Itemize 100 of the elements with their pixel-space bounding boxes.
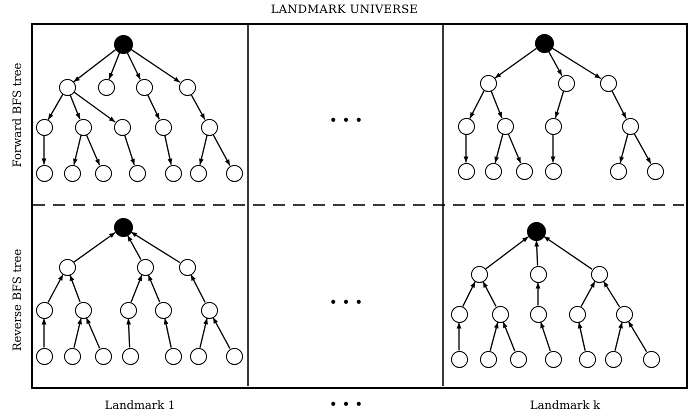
arrow <box>490 322 499 351</box>
arrow <box>554 90 564 118</box>
tree-node <box>530 306 546 322</box>
tree-node <box>94 348 112 364</box>
arrow <box>42 136 46 164</box>
arrow <box>199 135 208 165</box>
root-node <box>526 222 546 240</box>
ellipsis: • • • <box>329 397 363 413</box>
arrow <box>552 47 602 80</box>
arrow <box>490 90 502 118</box>
tree-node <box>450 350 468 368</box>
arrow <box>48 94 64 120</box>
arrow <box>86 318 100 348</box>
arrow <box>42 318 46 348</box>
arrow <box>130 231 180 264</box>
tree-node <box>36 164 52 182</box>
arrow <box>212 317 231 349</box>
tree-node <box>178 78 196 96</box>
tree-node <box>226 164 242 182</box>
arrow <box>212 134 231 166</box>
arrow <box>469 90 485 119</box>
arrow <box>619 134 628 163</box>
root-node <box>114 34 132 54</box>
arrow <box>602 280 620 308</box>
tree-node <box>200 302 218 318</box>
arrow <box>126 52 141 80</box>
arrow <box>69 274 81 302</box>
arrow <box>464 134 468 162</box>
arrow <box>508 134 522 164</box>
tree-node <box>98 78 114 96</box>
arrow <box>190 274 206 303</box>
tree-node <box>450 306 468 322</box>
tree-node <box>568 306 586 322</box>
arrow <box>47 274 64 303</box>
arrow <box>124 134 135 166</box>
tree-node <box>544 350 562 368</box>
tree-node <box>94 164 112 182</box>
arrow <box>502 322 516 352</box>
arrow <box>494 48 537 79</box>
tree-node <box>480 74 496 92</box>
tree-node <box>164 164 182 182</box>
arrow <box>580 281 596 307</box>
tree-node <box>190 348 206 364</box>
tree-node <box>458 162 474 180</box>
arrow <box>548 51 562 76</box>
column-label: Landmark 1 <box>104 398 176 412</box>
tree-node <box>164 348 182 364</box>
tree-node <box>74 118 92 136</box>
tree-node <box>114 118 130 136</box>
tree-node <box>200 118 218 136</box>
arrow <box>73 49 116 82</box>
arrow <box>456 322 462 350</box>
ellipsis: • • • <box>329 113 363 129</box>
tree-node <box>600 74 616 92</box>
arrow <box>462 281 476 307</box>
tree-node <box>480 350 496 368</box>
arrow <box>634 133 652 164</box>
ellipsis: • • • <box>329 295 363 311</box>
arrow <box>130 274 142 302</box>
arrow <box>130 48 180 83</box>
tree-node <box>226 348 242 364</box>
tree-node <box>516 162 532 180</box>
arrow <box>614 322 623 351</box>
arrow <box>536 282 540 306</box>
tree-node <box>590 266 608 282</box>
arrow <box>73 318 82 348</box>
arrow <box>494 134 504 163</box>
arrow <box>164 135 172 165</box>
tree-node <box>544 162 562 180</box>
tree-node <box>120 302 136 318</box>
arrow <box>199 318 208 348</box>
tree-node <box>510 350 526 368</box>
row-label: Reverse BFS tree <box>10 248 24 352</box>
tree-node <box>36 302 52 318</box>
tree-node <box>58 258 76 276</box>
arrow <box>148 274 160 302</box>
arrow <box>485 236 529 270</box>
tree-node <box>74 302 92 318</box>
arrow <box>550 134 556 162</box>
tree-node <box>578 350 596 368</box>
arrow <box>578 322 586 351</box>
arrow <box>540 322 551 352</box>
root-node <box>534 34 554 52</box>
tree-node <box>604 350 622 368</box>
tree-node <box>58 78 76 96</box>
arrow <box>164 318 172 348</box>
root-node <box>114 218 132 236</box>
arrow <box>73 135 82 165</box>
tree-node <box>122 348 138 364</box>
arrow <box>628 320 648 352</box>
tree-node <box>458 118 474 134</box>
tree-node <box>64 164 80 182</box>
arrow <box>70 94 80 120</box>
tree-node <box>610 162 626 180</box>
tree-node <box>178 258 196 276</box>
tree-node <box>36 118 52 136</box>
tree-node <box>622 118 638 134</box>
diagram-title: LANDMARK UNIVERSE <box>270 2 420 16</box>
tree-node <box>136 78 152 96</box>
tree-node <box>558 74 574 92</box>
